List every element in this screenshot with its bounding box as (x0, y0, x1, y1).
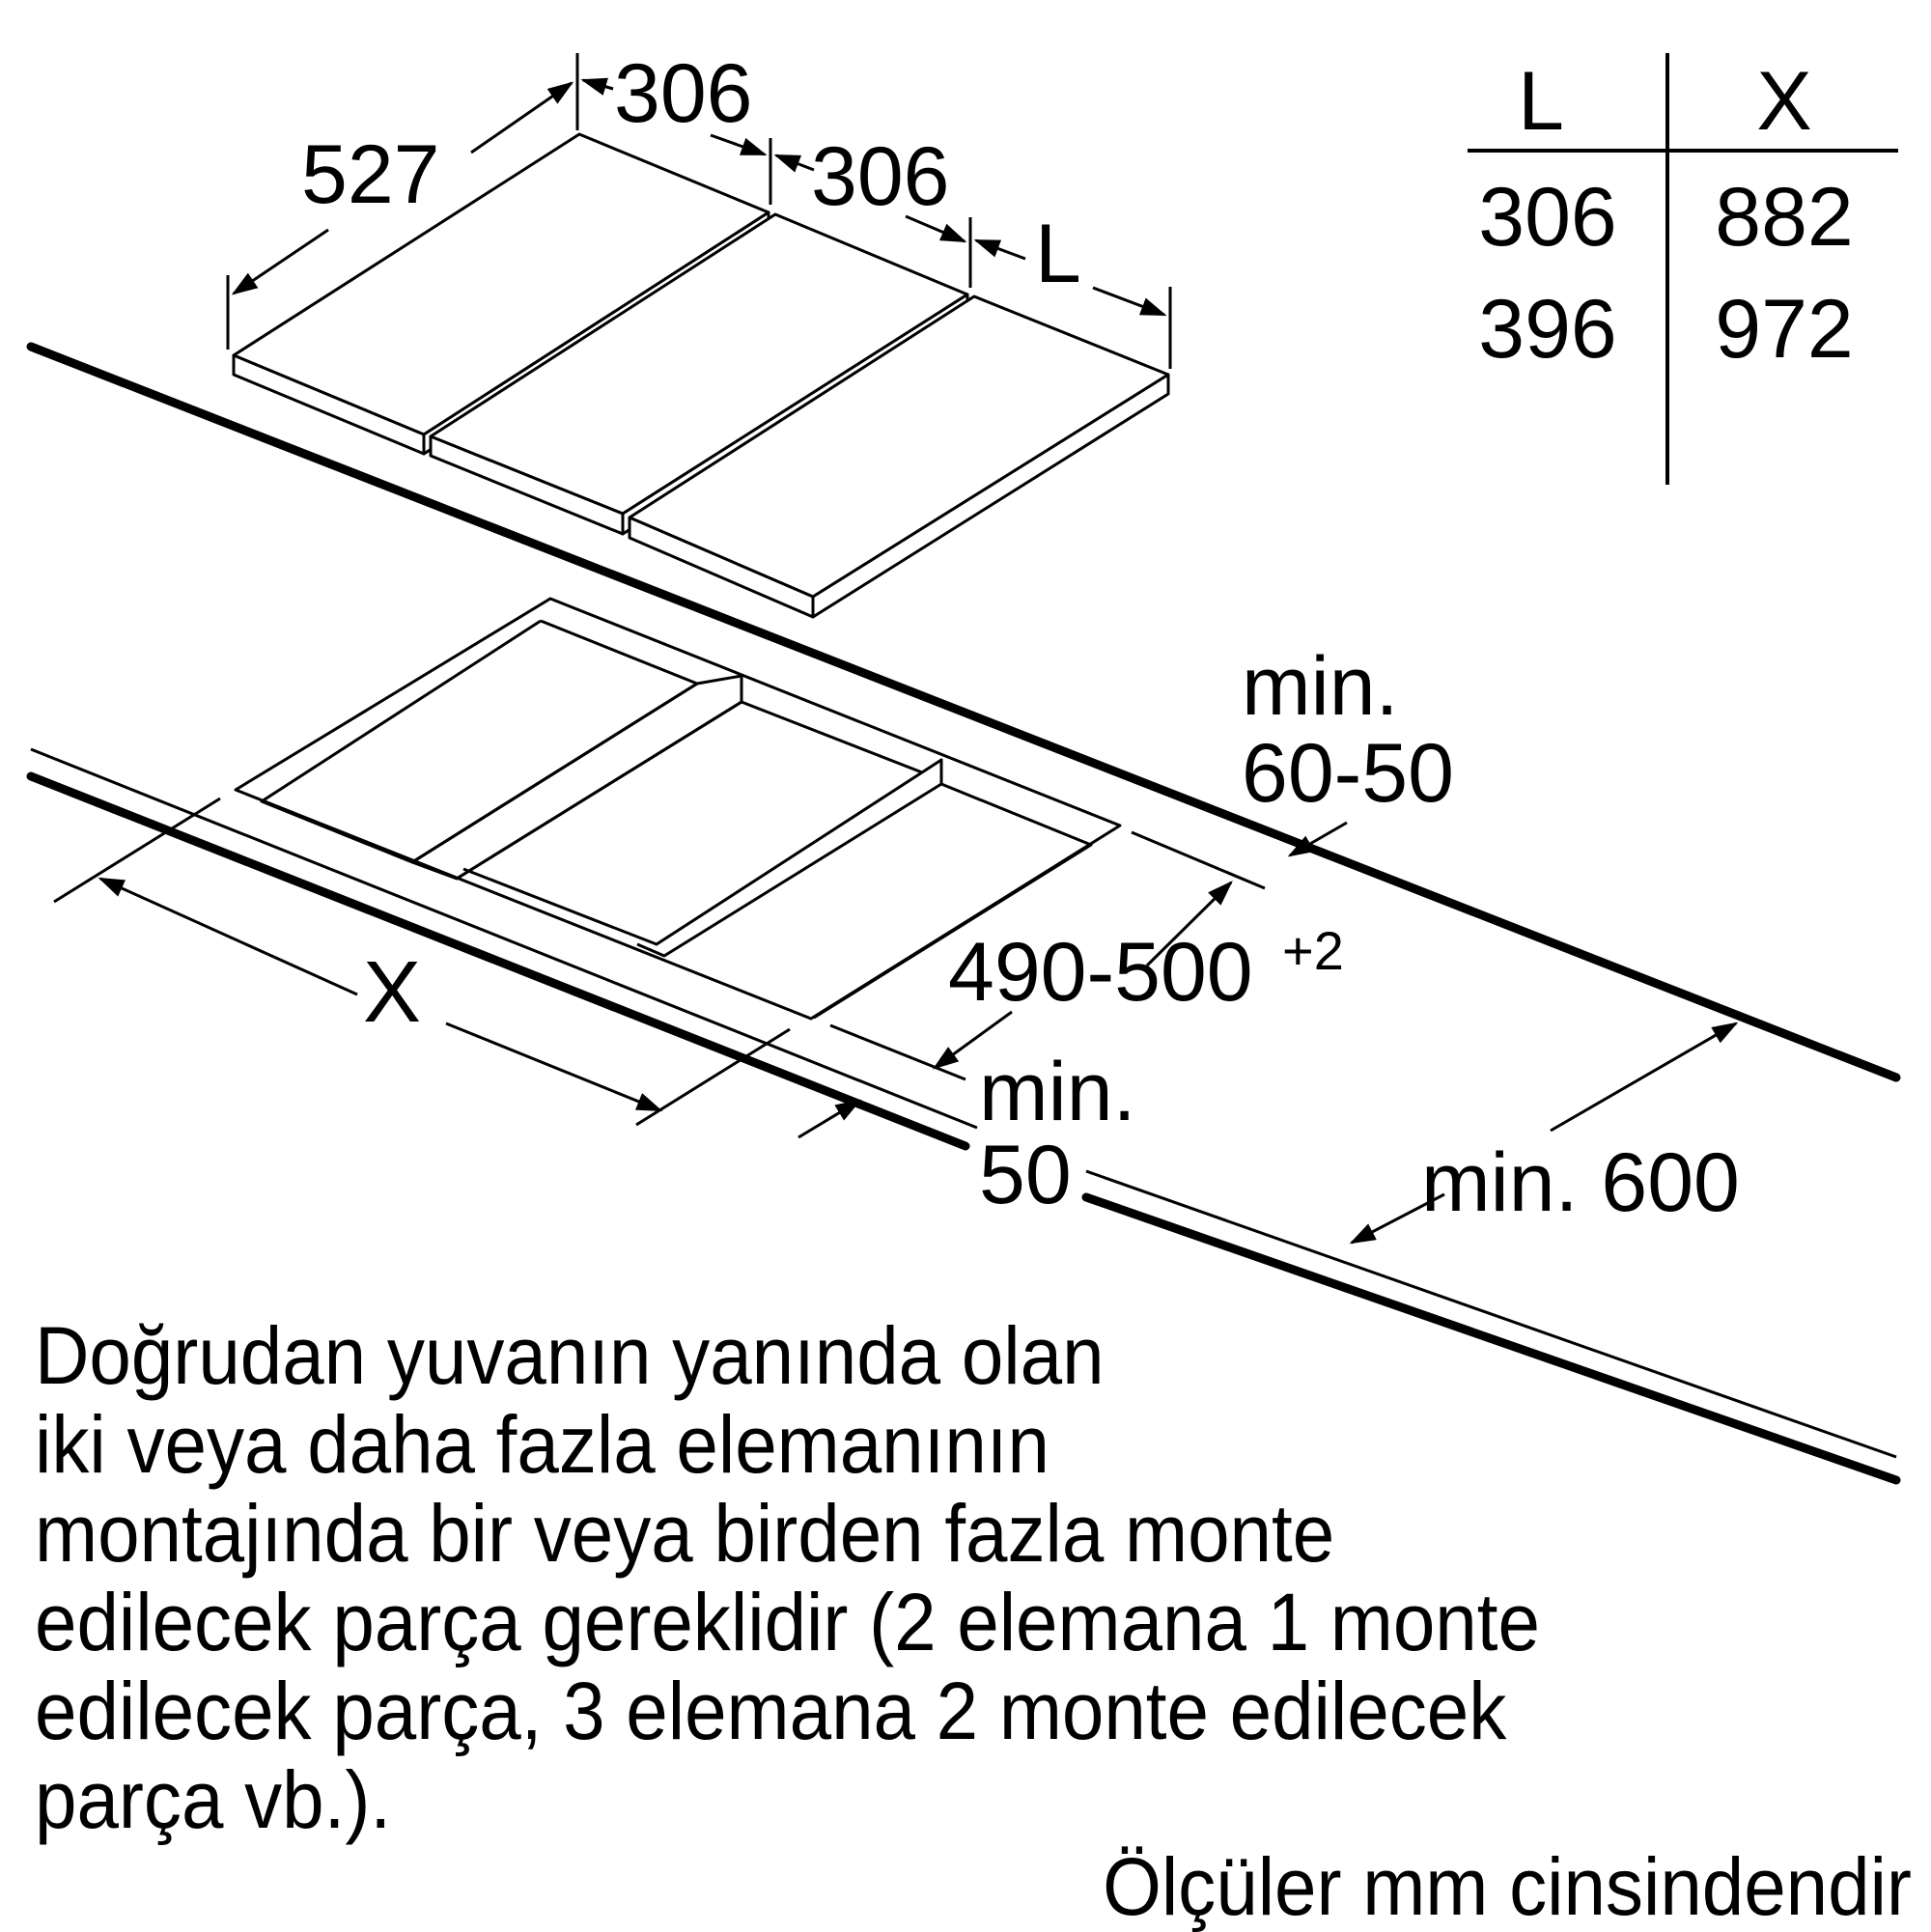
table-header-L: L (1518, 55, 1564, 148)
countertop-front-edge (26, 747, 1901, 1485)
size-table: L X 306 882 396 972 (1468, 53, 1898, 485)
dim-front-clearance-value: 50 (979, 1129, 1072, 1221)
dim-front-clearance-label: min. (979, 1046, 1135, 1138)
dim-width-306-b: 306 (811, 130, 950, 223)
dim-cutout-depth-tolerance: +2 (1282, 920, 1344, 981)
table-cell: 972 (1715, 283, 1854, 376)
note-line: parça vb.). (35, 1754, 392, 1845)
note-line: Doğrudan yuvanın yanında olan (35, 1310, 1105, 1401)
table-cell: 882 (1715, 171, 1854, 264)
note-line: montajında bir veya birden fazla monte (35, 1488, 1335, 1579)
countertop-rear-edge (26, 342, 1901, 1082)
cutout-dimension-lines (53, 797, 1739, 1245)
dim-rear-clearance-label: min. (1242, 640, 1398, 733)
table-cell: 396 (1478, 283, 1617, 376)
hob-dimension-lines (226, 53, 1172, 369)
dim-cutout-depth: 490-500 (948, 926, 1253, 1019)
cutout-dimension-labels: X 490-500 +2 min. 60-50 min. 50 min. 600 (363, 640, 1740, 1229)
dim-counter-depth: min. 600 (1421, 1136, 1740, 1229)
hob-module-3 (628, 294, 1170, 619)
dim-width-L: L (1035, 208, 1081, 300)
dim-rear-clearance-value: 60-50 (1242, 727, 1454, 820)
hob-dimension-labels: 527 306 306 L (301, 47, 1081, 300)
note-line: edilecek parça gereklidir (2 elemana 1 m… (35, 1577, 1540, 1667)
table-cell: 306 (1478, 171, 1617, 264)
note-line: iki veya daha fazla elemanının (35, 1399, 1049, 1490)
countertop-cutout (234, 597, 1122, 1021)
note-line: edilecek parça, 3 elemana 2 monte edilec… (35, 1666, 1507, 1756)
dim-depth-527: 527 (301, 128, 440, 221)
dim-width-306-a: 306 (614, 47, 753, 140)
installation-note: Doğrudan yuvanın yanında olan iki veya d… (35, 1311, 1741, 1844)
units-note: Ölçüler mm cinsindendir (1103, 1841, 1912, 1932)
dim-cutout-width-X: X (363, 944, 421, 1041)
table-header-X: X (1756, 55, 1811, 148)
hob-modules (232, 132, 1170, 619)
